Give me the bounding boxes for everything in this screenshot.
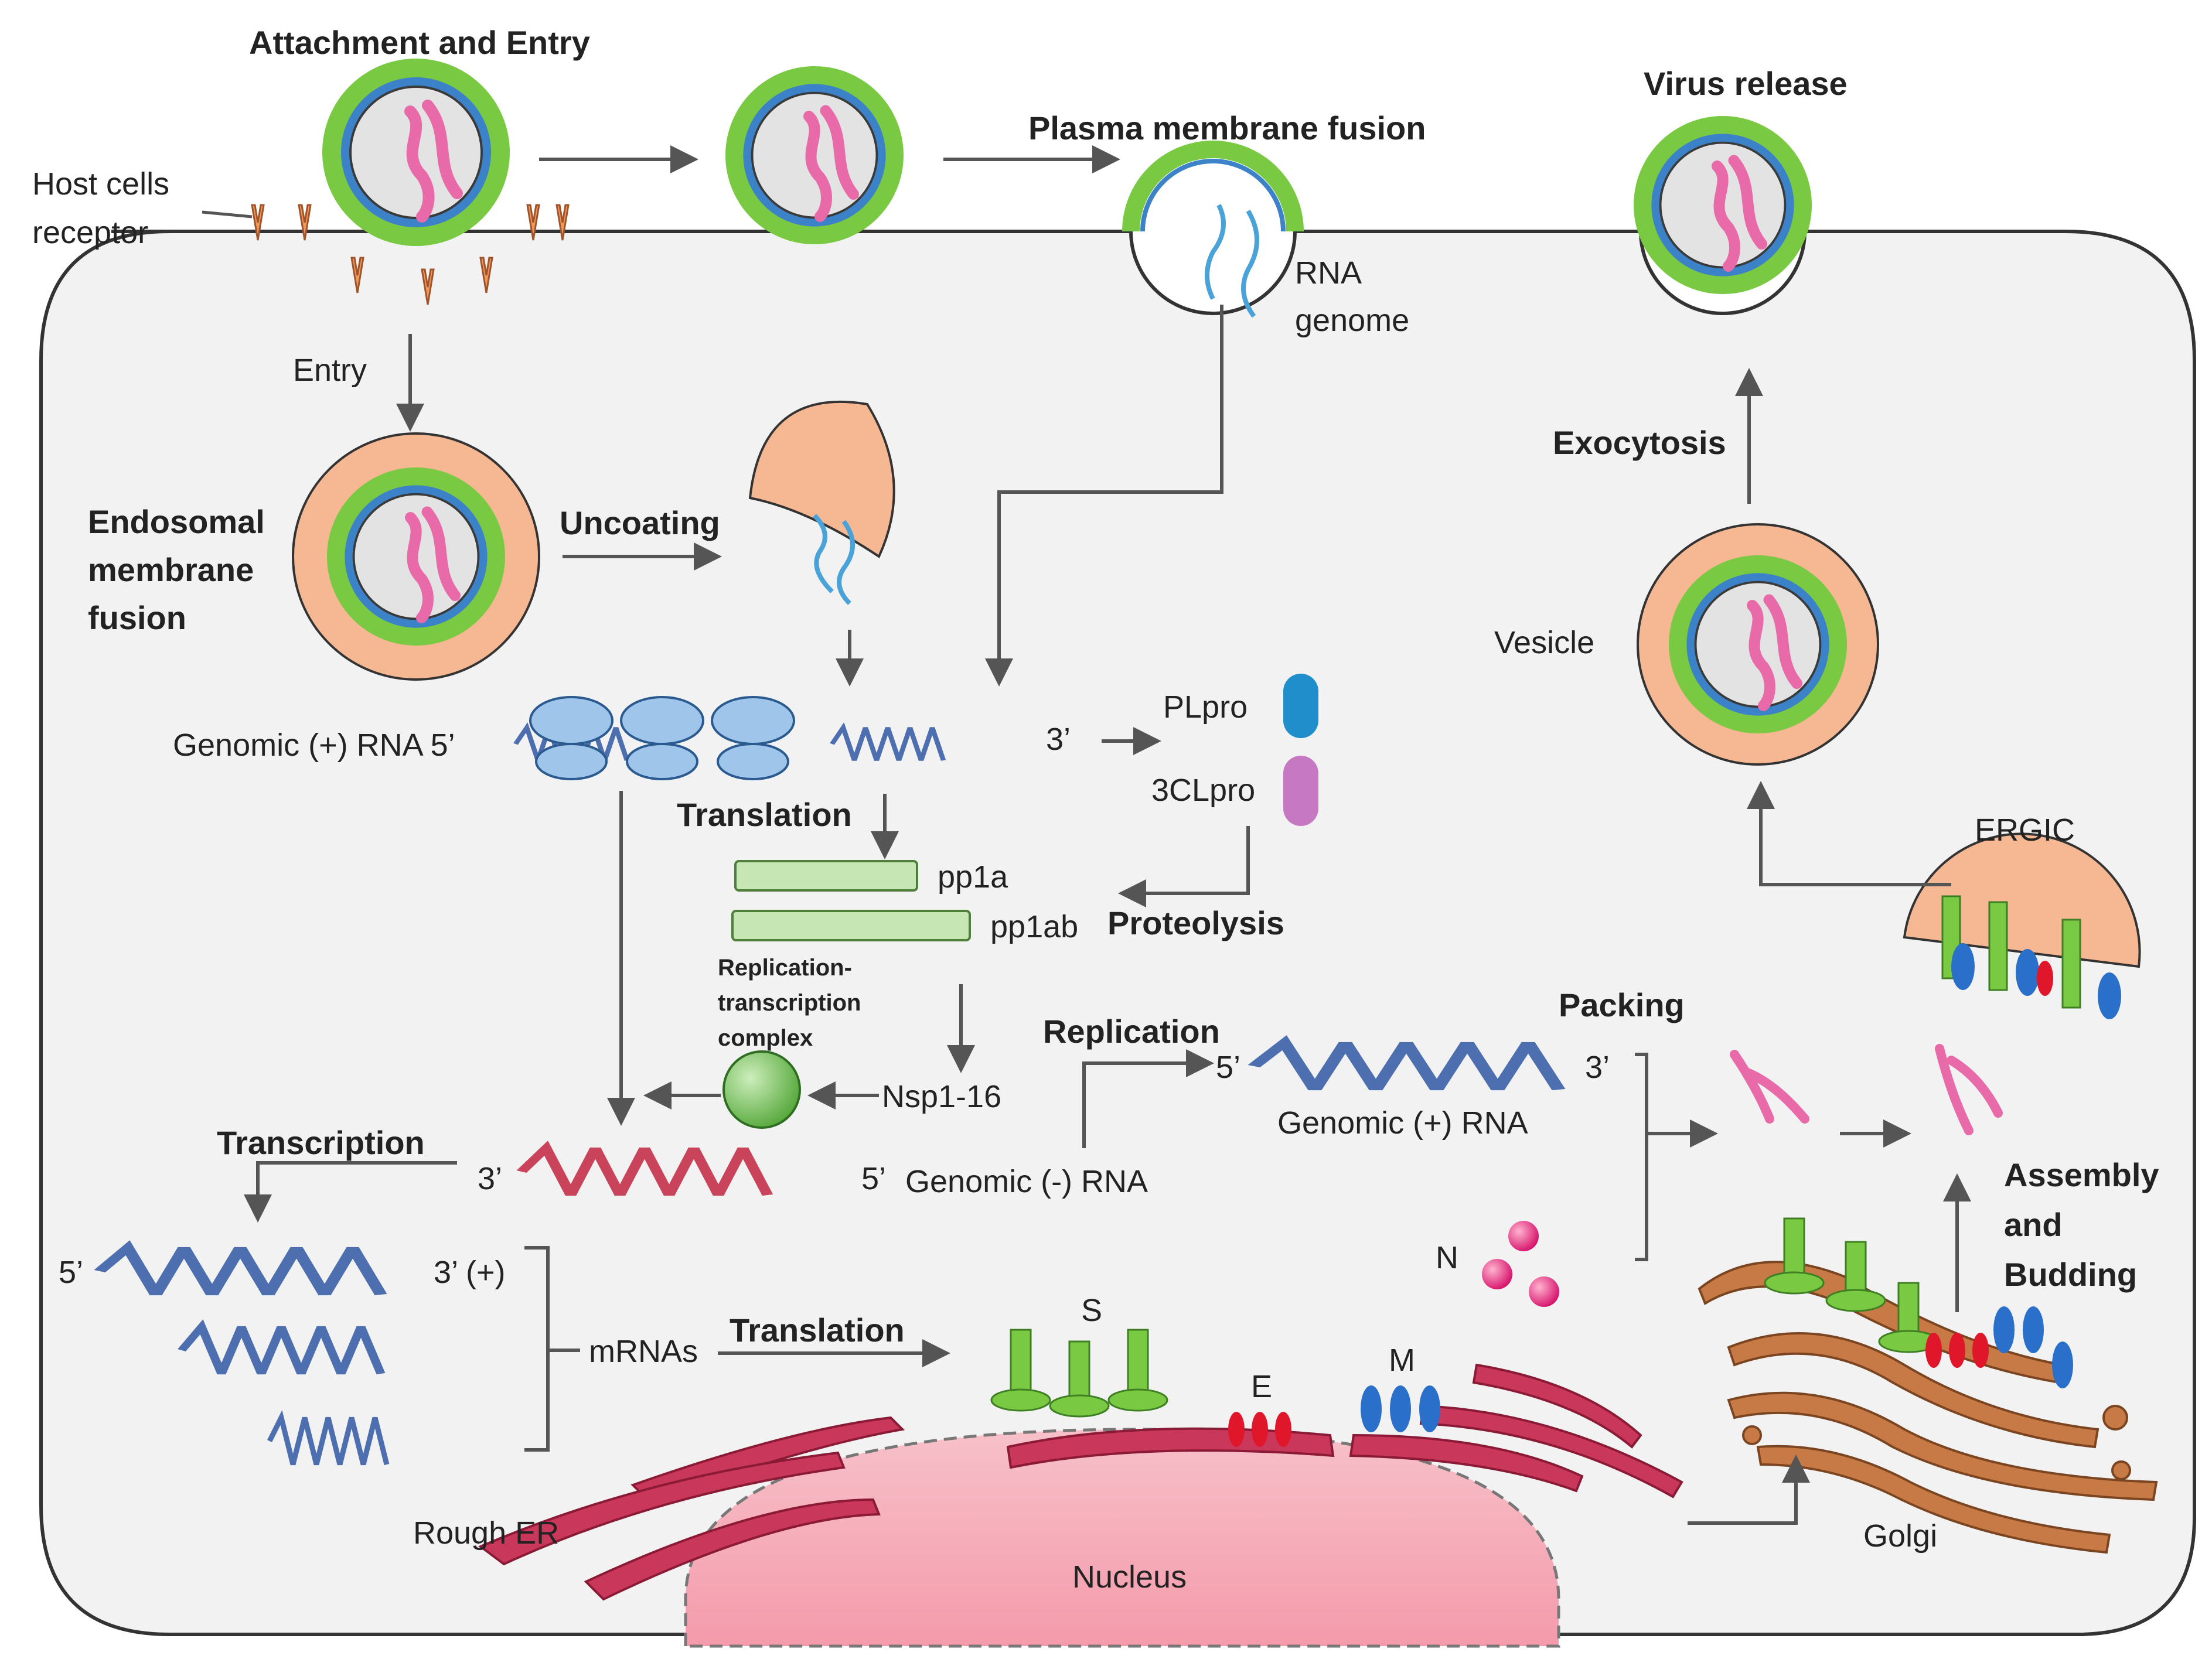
label-pp1a: pp1a — [938, 859, 1008, 895]
label-endosomal: Endosomal — [88, 503, 265, 540]
label-host-cells: Host cells — [32, 166, 169, 202]
label-and: and — [2004, 1206, 2063, 1243]
label-translation-2: Translation — [730, 1312, 905, 1349]
label-m: M — [1389, 1343, 1415, 1378]
label-3clpro: 3CLpro — [1151, 773, 1255, 808]
label-nsp: Nsp1-16 — [882, 1079, 1001, 1114]
s-proteins — [990, 1329, 1168, 1418]
ribosomes — [529, 696, 795, 780]
label-genomic-plus-rna-5: Genomic (+) RNA 5’ — [173, 728, 455, 763]
rtc-complex — [722, 1050, 801, 1129]
label-5-prime-mrna: 5’ — [59, 1255, 83, 1290]
label-fusion: fusion — [88, 599, 186, 636]
label-attachment-entry: Attachment and Entry — [249, 24, 590, 61]
label-packing: Packing — [1559, 986, 1685, 1023]
uncoated-rna — [813, 514, 855, 605]
label-ergic: ERGIC — [1975, 813, 2075, 848]
label-genomic-plus-rna: Genomic (+) RNA — [1277, 1105, 1528, 1141]
pp1ab-bar — [731, 910, 971, 941]
label-exocytosis: Exocytosis — [1553, 424, 1726, 461]
label-assembly: Assembly — [2004, 1156, 2159, 1193]
label-e: E — [1251, 1369, 1272, 1404]
label-replication: Replication — [1043, 1013, 1220, 1050]
label-virus-release: Virus release — [1644, 65, 1848, 102]
label-uncoating: Uncoating — [560, 504, 720, 541]
label-rna: RNA — [1295, 255, 1362, 291]
virion-endosome — [292, 432, 540, 681]
label-5-prime-rep: 5’ — [1216, 1050, 1240, 1085]
label-3-prime-rep: 3’ — [1585, 1050, 1610, 1085]
plpro-protein — [1283, 674, 1318, 738]
3clpro-protein — [1283, 756, 1318, 826]
label-vesicle: Vesicle — [1494, 625, 1594, 660]
label-membrane: membrane — [88, 551, 254, 588]
label-nucleus: Nucleus — [1072, 1559, 1187, 1595]
label-mrnas: mRNAs — [589, 1334, 698, 1369]
label-rough-er: Rough ER — [413, 1515, 559, 1551]
label-pp1ab: pp1ab — [990, 909, 1078, 944]
rough-er — [478, 1363, 1683, 1601]
virion-vesicle — [1637, 523, 1879, 766]
pp1a-bar — [734, 860, 918, 892]
label-receptor: receptor — [32, 215, 148, 250]
label-transcription: Transcription — [217, 1124, 425, 1161]
golgi-proteins — [1764, 1217, 2073, 1388]
label-budding: Budding — [2004, 1256, 2137, 1293]
nucleocapsid-1 — [1730, 1050, 1809, 1124]
ergic-compartment — [1903, 832, 2141, 1019]
label-translation: Translation — [677, 796, 852, 833]
label-5-prime-minus: 5’ — [861, 1161, 886, 1196]
label-rtc-3: complex — [718, 1025, 813, 1051]
label-rtc-2: transcription — [718, 990, 861, 1016]
label-3-prime-top: 3’ — [1046, 722, 1071, 757]
label-plpro: PLpro — [1163, 689, 1248, 725]
host-receptors — [251, 204, 570, 305]
released-rna-genome — [1205, 204, 1259, 318]
label-3-prime-minus: 3’ — [478, 1161, 502, 1196]
e-proteins — [1228, 1412, 1291, 1447]
label-golgi: Golgi — [1863, 1518, 1937, 1554]
label-n: N — [1436, 1240, 1458, 1275]
m-proteins — [1361, 1385, 1440, 1432]
label-proteolysis: Proteolysis — [1107, 904, 1284, 941]
label-plasma-membrane-fusion: Plasma membrane fusion — [1028, 110, 1426, 146]
virion-plasma-fusion — [1122, 141, 1304, 232]
nucleocapsid-2 — [1935, 1044, 2003, 1135]
flow-arrows — [244, 145, 1971, 1525]
virion-travelling — [725, 66, 904, 244]
n-proteins — [1482, 1221, 1559, 1307]
label-s: S — [1081, 1293, 1102, 1328]
nucleus — [684, 1428, 1560, 1648]
label-rtc-1: Replication- — [718, 955, 852, 981]
receptor-pointer — [202, 210, 253, 219]
virion-release — [1634, 116, 1812, 294]
label-entry: Entry — [293, 353, 367, 388]
label-genomic-minus-rna: Genomic (-) RNA — [905, 1164, 1148, 1199]
virion-attachment — [322, 59, 510, 246]
label-3-prime-plus: 3’ (+) — [434, 1255, 506, 1290]
label-genome: genome — [1295, 303, 1409, 338]
